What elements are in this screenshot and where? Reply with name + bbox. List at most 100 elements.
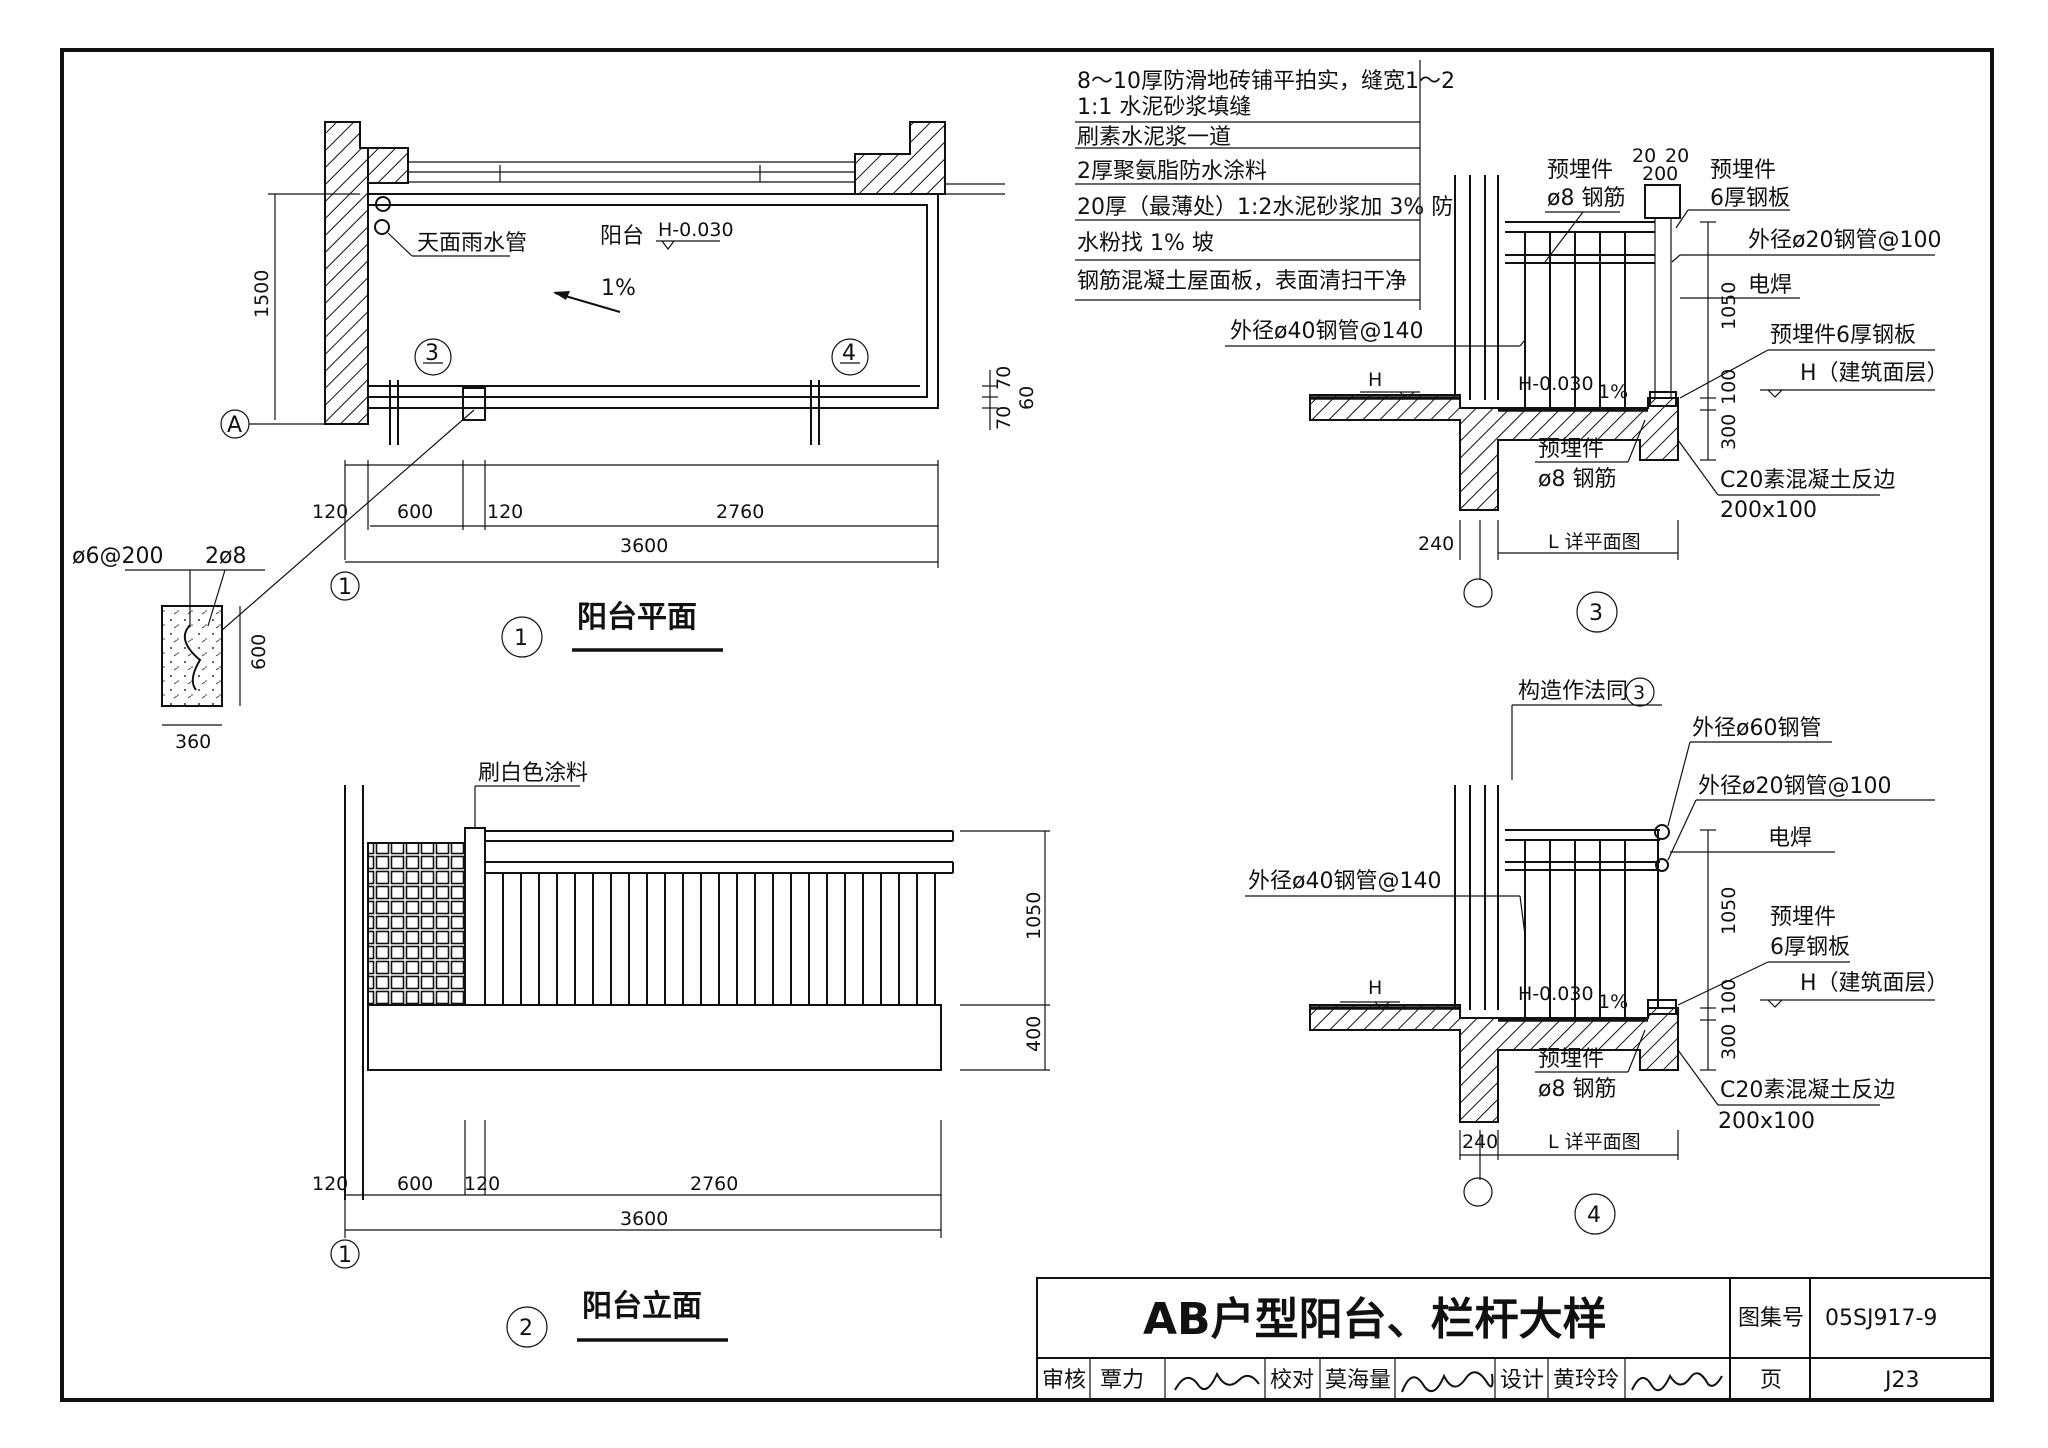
col-dim-360: 360	[175, 731, 211, 753]
section-4-mark: 4	[842, 341, 856, 366]
v3-embed2b: 6厚钢板	[1710, 186, 1790, 211]
view2-caption: 阳台立面	[582, 1289, 702, 1324]
elev-dim-1050: 1050	[1023, 892, 1045, 940]
plan-level: H-0.030	[658, 219, 734, 241]
v3-dim-200: 200	[1642, 163, 1678, 185]
review-label: 审核	[1042, 1368, 1086, 1393]
drain-label: 天面雨水管	[417, 231, 527, 256]
v4-dim-100: 100	[1718, 979, 1740, 1015]
v4-dim-240: 240	[1462, 1131, 1498, 1153]
atlas-number: 05SJ917-9	[1825, 1306, 1937, 1331]
v3-l-note: L 详平面图	[1548, 531, 1641, 553]
elev-dim-120b: 120	[464, 1173, 500, 1195]
layer-1b: 1:1 水泥砂浆填缝	[1077, 95, 1251, 120]
view4-index: 4	[1587, 1203, 1601, 1228]
axis-a: A	[227, 413, 242, 438]
elev-axis-1: 1	[338, 1243, 352, 1268]
plan-axis-1: 1	[338, 575, 352, 600]
view3-section-detail: 8～10厚防滑地砖铺平拍实，缝宽1～2 1:1 水泥砂浆填缝 刷素水泥浆一道 2…	[1075, 60, 1949, 633]
elev-dim-2760: 2760	[690, 1173, 738, 1195]
v4-embed3b: ø8 钢筋	[1538, 1077, 1616, 1102]
dim-70b: 70	[993, 406, 1015, 430]
v3-curb-size: 200x100	[1720, 498, 1817, 523]
v4-curb: C20素混凝土反边	[1720, 1078, 1895, 1103]
atlas-label: 图集号	[1738, 1306, 1804, 1331]
view3-index: 3	[1589, 601, 1603, 626]
layer-1: 8～10厚防滑地砖铺平拍实，缝宽1～2	[1077, 69, 1455, 94]
v3-embed1b: ø8 钢筋	[1547, 186, 1625, 211]
v3-weld: 电焊	[1748, 273, 1792, 298]
view2-balcony-elevation: 刷白色涂料 1050 400 120 600 120 2760 3600 1 2	[312, 761, 1050, 1348]
v3-hbuild: H（建筑面层）	[1800, 361, 1949, 386]
page-number: J23	[1883, 1368, 1919, 1393]
room-label: 阳台	[600, 224, 644, 249]
view4-section-detail: 构造作法同 3 外	[1245, 677, 1949, 1235]
v3-dim-20a: 20	[1632, 145, 1656, 167]
layer-5: 钢筋混凝土屋面板，表面清扫干净	[1077, 269, 1407, 294]
design-name: 黄玲玲	[1553, 1368, 1619, 1393]
plan-slope: 1%	[601, 276, 636, 301]
plan-dim-120a: 120	[312, 501, 348, 523]
layer-4: 20厚（最薄处）1:2水泥砂浆加 3% 防	[1077, 195, 1453, 220]
v4-slope: 1%	[1598, 991, 1628, 1013]
elev-dim-600: 600	[397, 1173, 433, 1195]
elev-dim-3600: 3600	[620, 1208, 668, 1230]
view1-caption: 阳台平面	[577, 600, 697, 635]
v4-hbuild: H（建筑面层）	[1800, 971, 1949, 996]
plan-dim-3600: 3600	[620, 535, 668, 557]
check-name: 莫海量	[1325, 1368, 1391, 1393]
page-label: 页	[1760, 1368, 1782, 1393]
section-3-mark: 3	[425, 341, 439, 366]
col-rebar-1: ø6@200	[72, 544, 163, 569]
layer-2: 刷素水泥浆一道	[1077, 125, 1231, 150]
v3-dim-20b: 20	[1665, 145, 1689, 167]
plan-dim-2760: 2760	[716, 501, 764, 523]
v3-h: H	[1368, 369, 1382, 391]
v3-embed2a: 预埋件	[1710, 158, 1776, 183]
plan-dim-600: 600	[397, 501, 433, 523]
dim-1500: 1500	[251, 270, 273, 318]
sheet-title: AB户型阳台、栏杆大样	[1143, 1294, 1607, 1345]
view1-balcony-plan: 天面雨水管 阳台 H-0.030 1% 3 4 1500 A	[72, 121, 1038, 753]
v4-curb-size: 200x100	[1718, 1109, 1815, 1134]
v4-pipe20: 外径ø20钢管@100	[1698, 774, 1891, 799]
v3-pipe20: 外径ø20钢管@100	[1748, 228, 1941, 253]
v4-same-ref: 3	[1633, 682, 1645, 704]
elev-dim-120a: 120	[312, 1173, 348, 1195]
layer-4b: 水粉找 1% 坡	[1077, 231, 1214, 256]
dim-70a: 70	[993, 366, 1015, 390]
v4-dim-1050: 1050	[1718, 887, 1740, 935]
review-name: 覃力	[1100, 1368, 1144, 1393]
v4-level: H-0.030	[1518, 983, 1594, 1005]
view2-index: 2	[519, 1316, 533, 1341]
v3-dim-240: 240	[1418, 533, 1454, 555]
v4-embed-b: 6厚钢板	[1770, 935, 1850, 960]
elev-dim-400: 400	[1023, 1016, 1045, 1052]
v4-h: H	[1368, 977, 1382, 999]
design-signature	[1631, 1372, 1723, 1392]
dim-60: 60	[1016, 386, 1038, 410]
v3-pipe40: 外径ø40钢管@140	[1230, 319, 1423, 344]
v3-level: H-0.030	[1518, 373, 1594, 395]
col-dim-600: 600	[248, 634, 270, 670]
v3-embed1a: 预埋件	[1547, 158, 1613, 183]
v4-pipe40: 外径ø40钢管@140	[1248, 869, 1441, 894]
check-label: 校对	[1270, 1368, 1314, 1393]
review-signature	[1174, 1371, 1260, 1391]
plan-dim-120b: 120	[487, 501, 523, 523]
design-label: 设计	[1500, 1368, 1544, 1393]
v4-embed3a: 预埋件	[1538, 1047, 1604, 1072]
v4-same-as: 构造作法同	[1518, 679, 1628, 704]
v3-embed3a: 预埋件	[1538, 437, 1604, 462]
v3-dim-100: 100	[1718, 369, 1740, 405]
v4-dim-300: 300	[1718, 1024, 1740, 1060]
v3-embed3b: ø8 钢筋	[1538, 467, 1616, 492]
v4-l-note: L 详平面图	[1548, 1131, 1641, 1153]
view1-index: 1	[514, 626, 528, 651]
layer-3: 2厚聚氨脂防水涂料	[1077, 159, 1267, 184]
check-signature	[1401, 1371, 1494, 1393]
col-rebar-2: 2ø8	[205, 544, 246, 569]
v3-dim-1050: 1050	[1718, 282, 1740, 330]
v3-slope: 1%	[1598, 381, 1628, 403]
